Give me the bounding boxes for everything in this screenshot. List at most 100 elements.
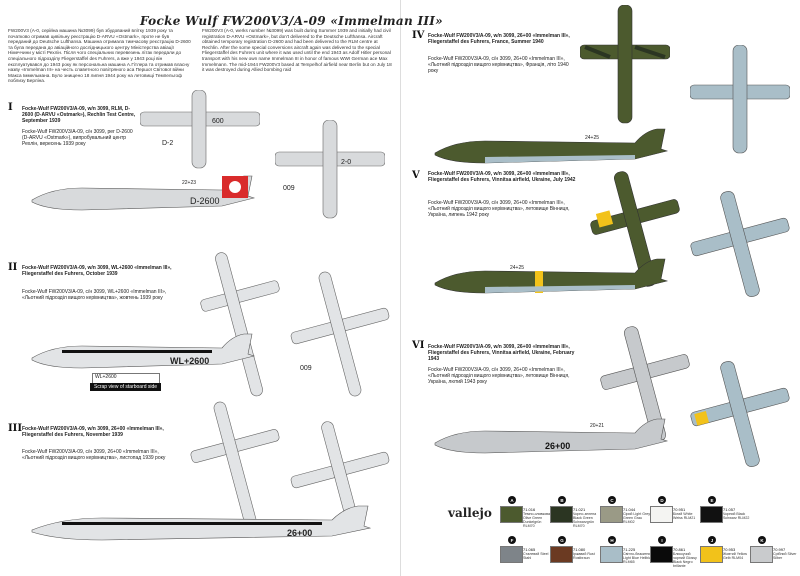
paint-code-d: 70.951 xyxy=(673,507,686,512)
wing-reg-right: 600 xyxy=(212,118,224,125)
yellow-wingtip xyxy=(694,410,709,426)
wing-reg: 2-0 xyxy=(341,159,351,166)
scheme-4-top-view xyxy=(580,5,670,124)
wing-reg-lower: 009 xyxy=(283,185,295,192)
fuselage-reg: 26+00 xyxy=(287,528,312,538)
scheme-6-caption-en-text: Focke-Wulf FW200V3/A-09, w/n 3099, 26+00… xyxy=(428,344,575,362)
splinter-camo xyxy=(584,45,666,59)
wing-reg-left: D-2 xyxy=(162,140,173,147)
scheme-3-caption-ua: Focke-Wulf FW200V3/A-09, с/н 3099, 26+00… xyxy=(22,449,166,461)
page-title: Focke Wulf FW200V3/A-09 «Immelman III» xyxy=(140,14,443,28)
scheme-2-side-view: WL+2600 xyxy=(31,333,256,369)
scheme-1-bottom-view: 2-0 009 xyxy=(275,120,385,219)
paint-label-b: Чорно-зелена Black Green Schwarzgrün RLM… xyxy=(573,512,597,528)
center-divider xyxy=(400,0,401,576)
paint-letter-j: J xyxy=(708,536,716,544)
fuselage-side xyxy=(31,175,256,211)
scheme-5-caption-en-text: Focke-Wulf FW200V3/A-09, w/n 3099, 26+00… xyxy=(428,171,576,183)
scheme-2-number: II xyxy=(8,262,18,273)
wing-reg: 009 xyxy=(300,365,312,372)
scheme-5-top-view xyxy=(590,171,680,287)
fuselage xyxy=(322,120,338,219)
scheme-1-caption-en: Focke-Wulf FW200V3/A-09, w/n 3099, RLM, … xyxy=(22,106,137,124)
scheme-1-number: I xyxy=(8,102,13,113)
paint-swatch-e xyxy=(700,506,723,523)
paint-label-j: Жовтий Yellow Gelb RLM04 xyxy=(723,552,748,560)
scheme-5-number: V xyxy=(412,170,420,181)
stencil-number: 24+25 xyxy=(585,135,599,141)
paint-code-a: 71.016 xyxy=(523,507,536,512)
scheme-3-caption-en: Focke-Wulf FW200V3/A-09, w/n 3099, 26+00… xyxy=(22,426,172,439)
paint-code-f: 71.065 xyxy=(523,547,536,552)
paint-swatch-c xyxy=(600,506,623,523)
wing xyxy=(200,280,280,312)
cheatline xyxy=(62,522,322,525)
scheme-5-bottom-view xyxy=(690,191,790,297)
paint-label-f: Сталевий Steel Stahl xyxy=(523,552,549,560)
paint-swatch-f xyxy=(500,546,523,563)
paint-label-g: Іржавий Rust Rostbraun xyxy=(573,552,595,560)
paint-letter-g: G xyxy=(558,536,566,544)
paint-code-e: 71.057 xyxy=(723,507,736,512)
paint-swatch-h xyxy=(600,546,623,563)
paint-letter-i: I xyxy=(658,536,666,544)
scheme-3-side-view: 26+00 xyxy=(31,505,372,541)
scheme-4-caption-en: Focke-Wulf FW200V3/A-09, w/n 3099, 26+00… xyxy=(428,33,578,46)
yellow-wingtip xyxy=(595,210,614,228)
cheatline xyxy=(62,350,212,353)
fuselage-reg: 26+00 xyxy=(545,441,570,451)
scheme-3-number: III xyxy=(8,423,23,434)
fuselage-reg: WL+2600 xyxy=(170,356,209,366)
paint-code-h: 71.225 xyxy=(623,547,636,552)
paint-label-d: Білий White Weiss RLM21 xyxy=(673,512,696,520)
paint-label-h: Світло-блакитний Light Blue Hellblau RLM… xyxy=(623,552,653,564)
paint-letter-a: A xyxy=(508,496,516,504)
intro-text-ua: FW200V3 (А-0, серійна машина №3099) був … xyxy=(8,28,191,84)
scheme-2-caption-en: Focke-Wulf FW200V3/A-09, w/n 3099, WL+26… xyxy=(22,265,172,278)
scheme-4-caption-ua: Focke-Wulf FW200V3/A-09, с/н 3099, 26+00… xyxy=(428,56,569,74)
scrap-view-label: Scrap view of starboard side xyxy=(90,383,162,391)
scheme-6-side-view: 26+00 20+21 xyxy=(434,418,669,454)
paint-letter-h: H xyxy=(608,536,616,544)
paint-letter-f: F xyxy=(508,536,516,544)
brand-logo: vallejo xyxy=(448,506,492,520)
yellow-fuselage-band xyxy=(535,271,543,293)
scheme-6-caption-en: Focke-Wulf FW200V3/A-09, w/n 3099, 26+00… xyxy=(428,344,578,362)
paint-letter-b: B xyxy=(558,496,566,504)
paint-swatch-k xyxy=(750,546,773,563)
fuselage xyxy=(732,45,748,154)
paint-code-j: 70.953 xyxy=(723,547,736,552)
paint-letter-c: C xyxy=(608,496,616,504)
paint-swatch-g xyxy=(550,546,573,563)
paint-code-b: 71.021 xyxy=(573,507,586,512)
fuselage xyxy=(191,90,207,169)
paint-swatch-d xyxy=(650,506,673,523)
scheme-1-side-view: D-2600 22+23 xyxy=(31,175,256,211)
fuselage xyxy=(617,5,633,124)
scheme-2-top-view xyxy=(200,252,280,397)
paint-letter-e: E xyxy=(708,496,716,504)
scheme-6-caption-ua: Focke-Wulf FW200V3/A-09, с/н 3099, 26+00… xyxy=(428,367,570,385)
scheme-2-bottom-view: 009 xyxy=(290,271,390,397)
scheme-6-bottom-view xyxy=(690,361,790,467)
scheme-4-number: IV xyxy=(412,30,425,41)
fuselage-reg: D-2600 xyxy=(190,196,220,206)
scheme-1-top-view: 600 D-2 xyxy=(140,90,260,169)
paint-letter-d: D xyxy=(658,496,666,504)
scheme-3-caption-en-text: Focke-Wulf FW200V3/A-09, w/n 3099, 26+00… xyxy=(22,426,164,438)
fuselage xyxy=(215,252,263,397)
scheme-4-side-view: 24+25 xyxy=(434,128,669,164)
paint-swatch-a xyxy=(500,506,523,523)
paint-label-e: Чорний Black Schwarz RLM22 xyxy=(723,512,750,520)
scheme-3-bottom-view xyxy=(290,421,390,527)
scheme-1-caption-ua: Focke-Wulf FW200V3/A-09, с/н 3099, рег D… xyxy=(22,129,133,147)
paint-label-i: Блискучий чорний Glossy Black Negro bril… xyxy=(673,552,697,568)
tail-white-disc xyxy=(229,181,241,193)
scheme-2-caption-en-text: Focke-Wulf FW200V3/A-09, w/n 3099, WL+26… xyxy=(22,265,172,277)
fuselage xyxy=(720,191,760,297)
paint-swatch-b xyxy=(550,506,573,523)
paint-code-i: 70.861 xyxy=(673,547,686,552)
scheme-5-side-view: 24+25 xyxy=(434,258,669,294)
paint-letter-k: K xyxy=(758,536,766,544)
